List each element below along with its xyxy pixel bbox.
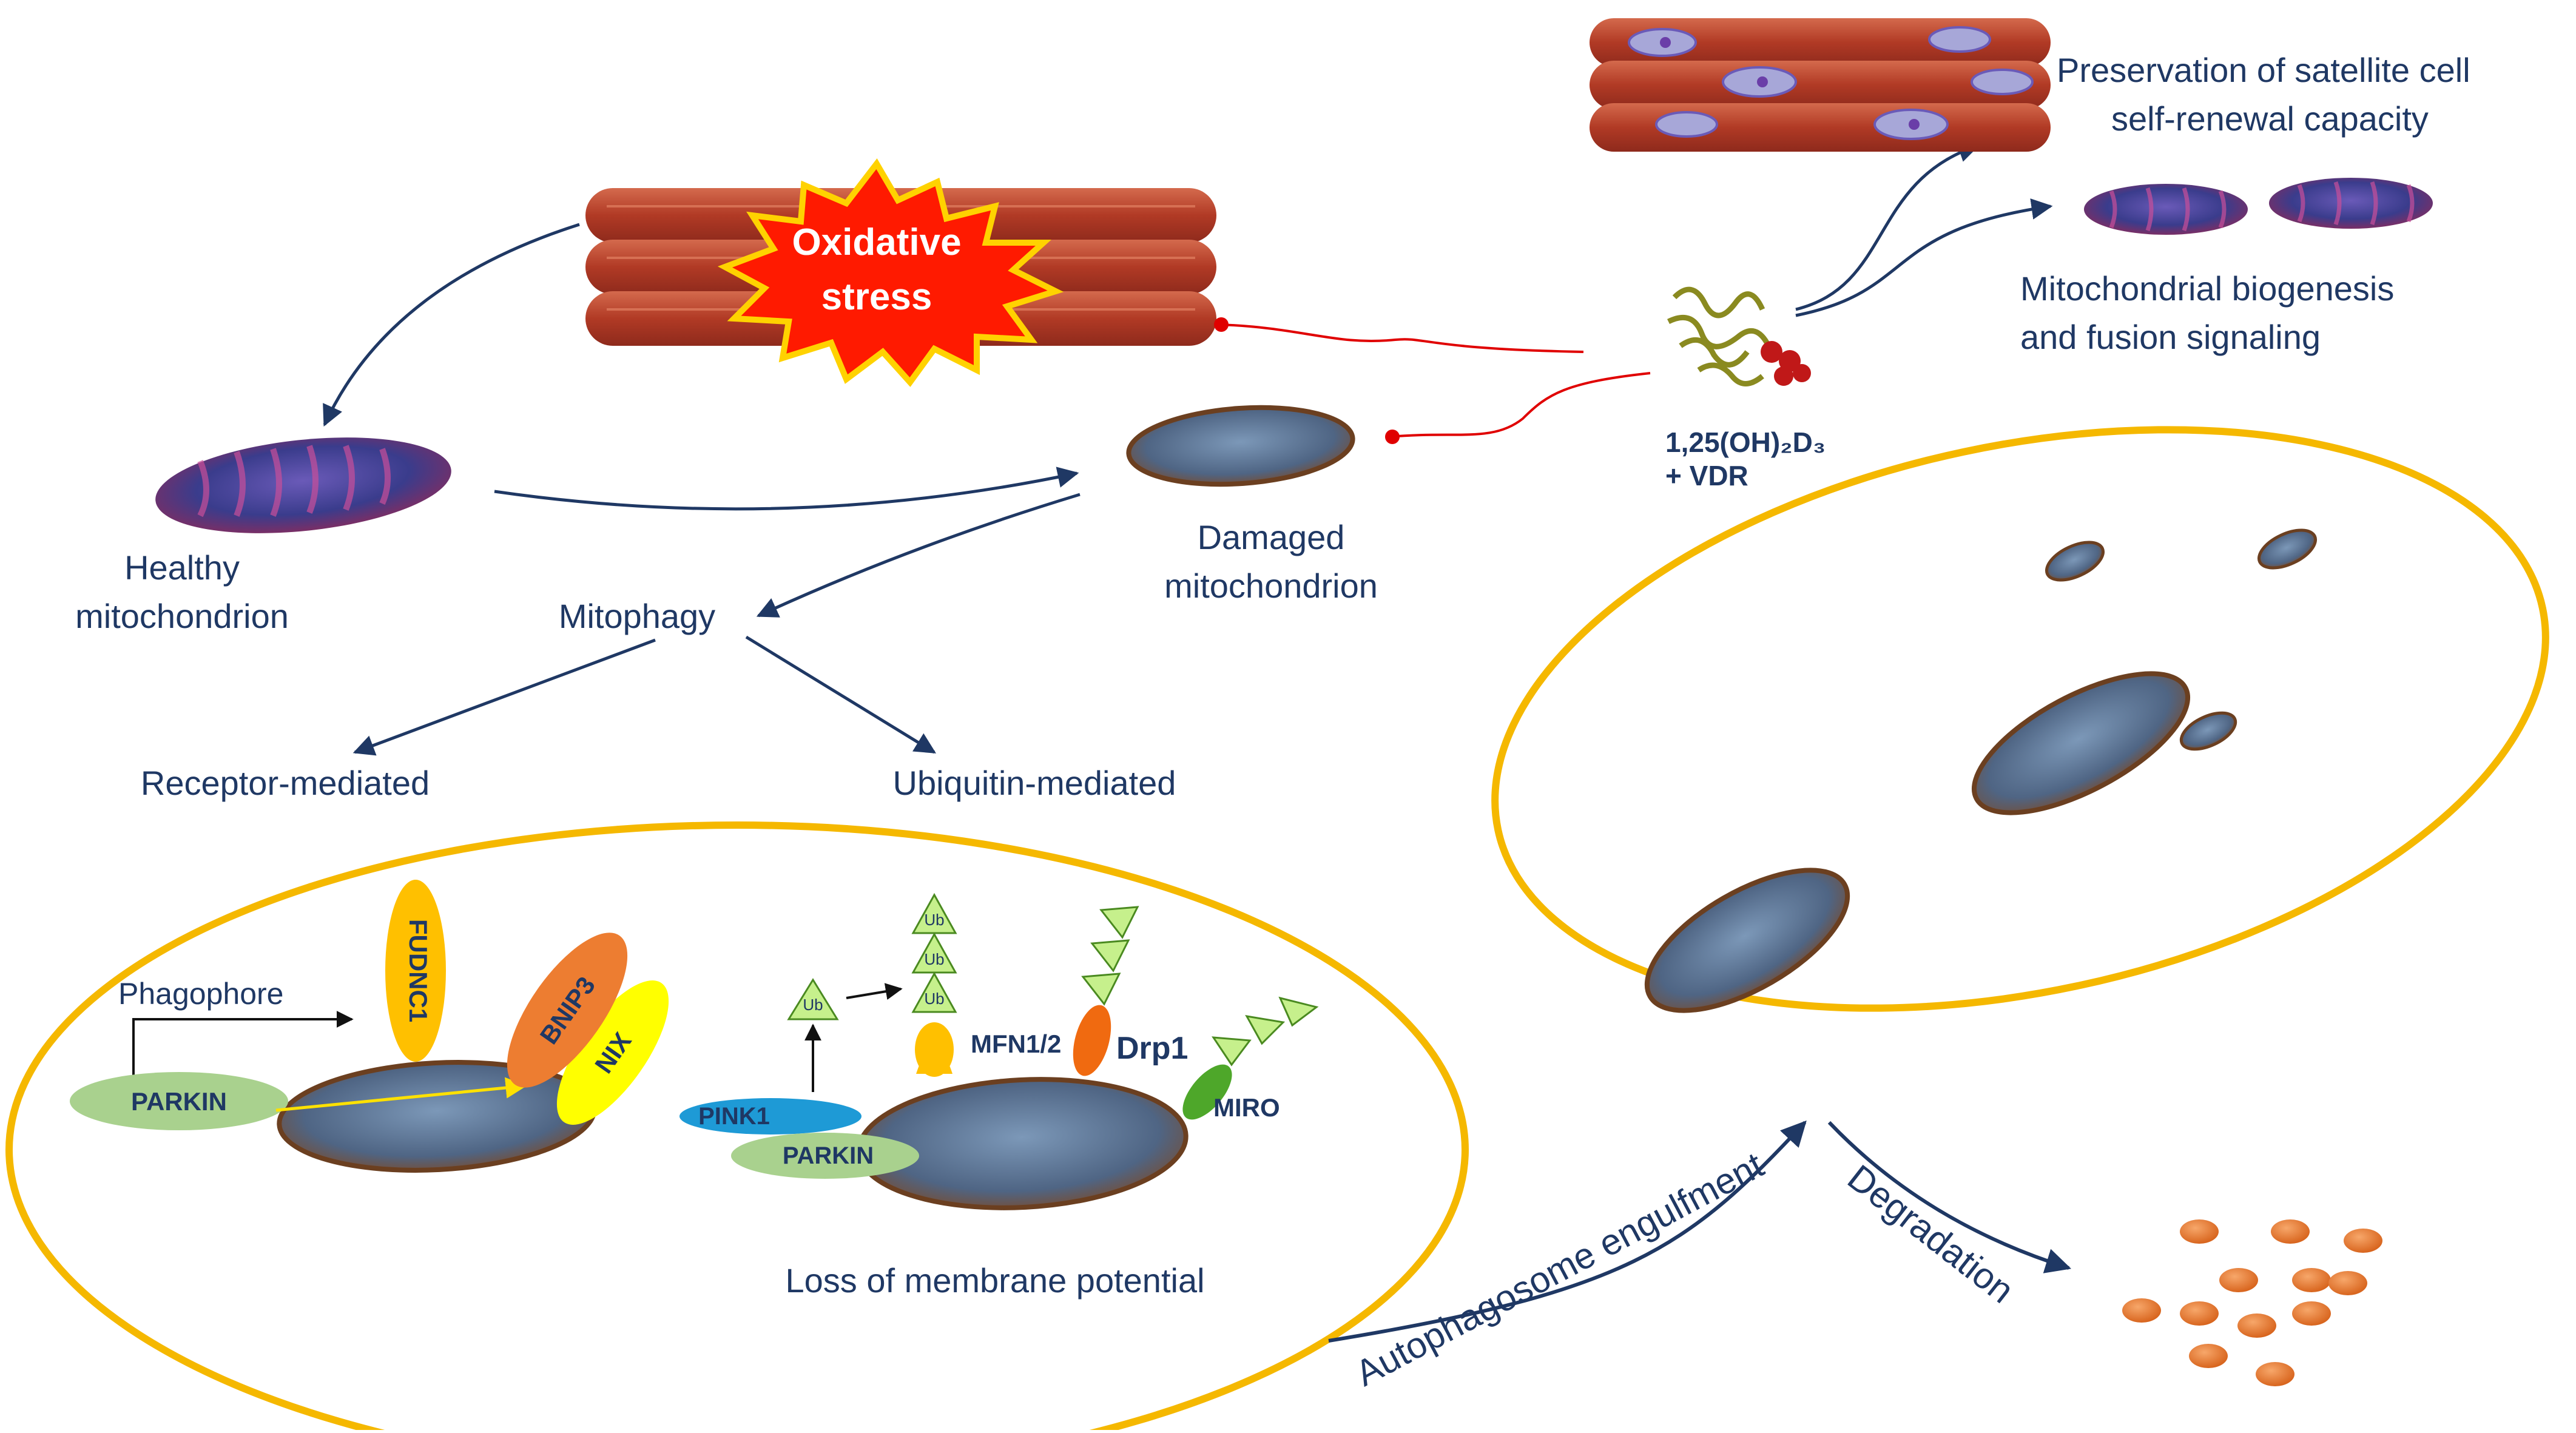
arrow-to-satellite [1795,141,1980,311]
bnip3-receptor: BNIP3 [507,932,628,1088]
parkin-yellow-arrow [275,1077,527,1112]
satellite-label-2: self-renewal capacity [2111,99,2429,138]
arrow-damaged-to-mitophagy [756,493,1081,618]
healthy-label-1: Healthy [124,548,240,587]
pink1: PINK1 [679,1098,861,1135]
mitophagy-oval [5,821,1469,1433]
arrow-to-receptor [352,638,656,756]
fudnc1-label: FUDNC1 [404,919,433,1022]
inhibit-damaged-dot [1385,430,1400,444]
inhibit-oxidative-dot [1214,317,1229,332]
inhibition-lines [1219,323,1651,438]
parkin-left: PARKIN [70,1072,288,1130]
oxidative-stress-burst: Oxidative stress [717,158,1064,387]
degradation-label: Degradation [1840,1157,2021,1311]
parkin-left-label: PARKIN [131,1087,227,1116]
ub-chain-3: Ub [924,911,944,929]
vdr-label-2: + VDR [1665,460,1748,491]
ub-chain-2: Ub [924,950,944,968]
damaged-label-1: Damaged [1198,518,1345,556]
inhibit-damaged-line [1389,372,1651,438]
drp1-protein [1073,906,1139,1076]
mfn-protein: Ub Ub Ub [911,892,957,1077]
damaged-label-2: mitochondrion [1164,567,1378,605]
drp1-label: Drp1 [1116,1031,1188,1066]
fudnc1-receptor: FUDNC1 [385,880,446,1062]
mfn-label: MFN1/2 [971,1030,1061,1058]
oxidative-label-1: Oxidative [792,221,961,263]
vdr-label-1: 1,25(OH)₂D₃ [1665,427,1826,458]
pink1-label: PINK1 [698,1103,770,1130]
bottom-arrows [1328,1120,2072,1343]
fused-mitochondria [2084,178,2433,235]
oxidative-label-2: stress [821,276,932,318]
miro-label: MIRO [1213,1093,1280,1122]
arrow-degradation [1827,1121,2072,1273]
loss-membrane-label: Loss of membrane potential [785,1261,1204,1300]
nix-receptor: NIX [556,980,669,1125]
ub-chain-1: Ub [924,990,944,1008]
biogenesis-label-1: Mitochondrial biogenesis [2020,269,2394,308]
free-ub: Ub [787,978,839,1020]
miro-protein [1182,996,1319,1120]
autophagosome-oval [1491,426,2549,1012]
vdr-arrows [1795,141,2053,317]
muscle-fiber-oxidative [585,188,1216,346]
healthy-mitochondrion [155,437,451,533]
healthy-label-2: mitochondrion [75,597,289,635]
arrow-autophagosome [1328,1120,1807,1343]
ubiquitin-mediated-label: Ubiquitin-mediated [893,764,1176,802]
receptor-mediated-label: Receptor-mediated [141,764,430,802]
damaged-mitochondrion [1126,405,1355,487]
mitophagy-label: Mitophagy [559,597,715,635]
degradation-debris [2122,1219,2382,1386]
parkin-right-label: PARKIN [783,1142,874,1169]
phagophore-label: Phagophore [118,977,283,1011]
ubiquitin-mitochondrion [856,1077,1189,1210]
phagophore-arrow [132,1011,354,1092]
parkin-right: PARKIN [731,1133,919,1179]
arrow-to-biogenesis [1795,198,2053,317]
arrow-to-ubiquitin [745,635,936,754]
free-ub-label: Ub [803,996,823,1014]
biogenesis-label-2: and fusion signaling [2020,318,2321,356]
satellite-label-1: Preservation of satellite cell [2057,51,2470,89]
navy-arrows [323,223,1081,756]
inhibit-oxidative-line [1219,323,1584,353]
arrow-healthy-to-damaged [494,467,1079,511]
muscle-fiber-satellite [1590,18,2051,152]
ub-to-chain-arrow [846,983,903,1000]
autophagosome-mitochondria [1644,528,2318,1013]
arrow-stress-to-healthy [323,223,580,427]
vdr-protein-structure [1667,286,1811,386]
